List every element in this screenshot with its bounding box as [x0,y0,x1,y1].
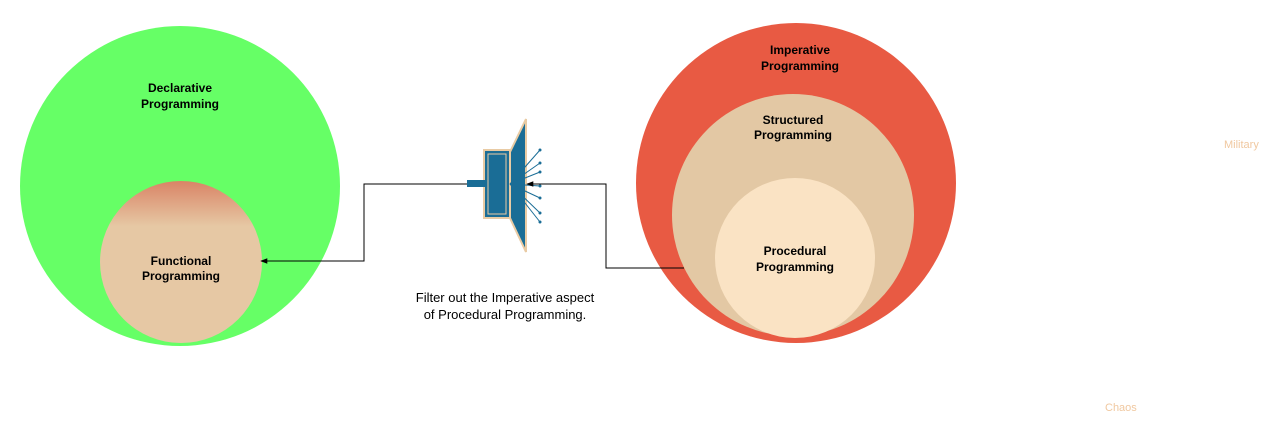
caption-line2: of Procedural Programming. [424,307,587,322]
caption-line1: Filter out the Imperative aspect [416,290,595,305]
connector-procedural-to-filter [526,181,684,269]
ghost-label-military: Military [1224,139,1259,151]
ghost-label-chaos: Chaos [1105,402,1137,414]
imperative-label-line1: Imperative [770,43,830,57]
procedural-circle [715,178,875,338]
procedural-label-line1: Procedural [764,244,827,258]
functional-group [100,181,262,343]
structured-label-line1: Structured [763,113,824,127]
declarative-group: Declarative Programming Functional Progr… [20,26,340,346]
structured-label-line2: Programming [754,128,832,142]
imperative-group: Imperative Programming Structured Progra… [636,23,956,343]
functional-label-line1: Functional [151,254,212,268]
declarative-label-line1: Declarative [148,81,212,95]
declarative-label-line2: Programming [141,97,219,111]
connector-filter-to-functional [260,183,467,264]
functional-circle [100,181,262,343]
functional-label-line2: Programming [142,269,220,283]
imperative-label-line2: Programming [761,59,839,73]
procedural-label-line2: Programming [756,260,834,274]
filter-icon [467,118,542,253]
